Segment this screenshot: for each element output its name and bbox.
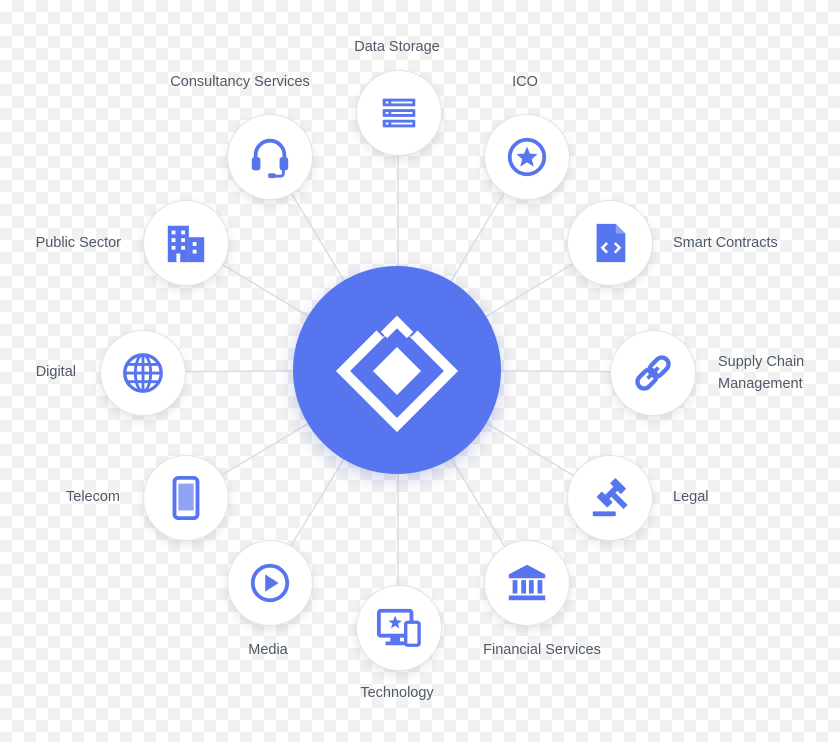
node-consultancy-services[interactable] bbox=[227, 114, 313, 200]
label-digital: Digital bbox=[35, 364, 76, 380]
building-icon bbox=[167, 225, 205, 263]
server-stack-icon bbox=[382, 98, 416, 128]
bank-icon bbox=[508, 564, 546, 601]
node-media[interactable] bbox=[227, 540, 313, 626]
code-file-icon bbox=[596, 223, 626, 263]
label-smart-contracts: Smart Contracts bbox=[673, 235, 778, 251]
chain-link-icon bbox=[635, 355, 671, 391]
label-financial-services: Financial Services bbox=[483, 642, 601, 658]
node-ico[interactable] bbox=[484, 114, 570, 200]
label-data-storage: Data Storage bbox=[354, 39, 440, 55]
play-circle-icon bbox=[250, 563, 290, 603]
node-digital[interactable] bbox=[100, 330, 186, 416]
star-coin-icon bbox=[507, 137, 547, 177]
central-hub[interactable] bbox=[293, 266, 501, 474]
label-legal: Legal bbox=[673, 489, 709, 505]
node-telecom[interactable] bbox=[143, 455, 229, 541]
smartphone-icon bbox=[172, 475, 200, 521]
node-smart-contracts[interactable] bbox=[567, 200, 653, 286]
label-supply-chain-line1: Supply Chain bbox=[718, 354, 805, 370]
headset-icon bbox=[251, 138, 289, 179]
node-financial-services[interactable] bbox=[484, 540, 570, 626]
label-technology: Technology bbox=[360, 685, 434, 701]
label-consultancy-services: Consultancy Services bbox=[170, 74, 310, 90]
node-data-storage[interactable] bbox=[356, 70, 442, 156]
globe-icon bbox=[123, 353, 163, 393]
gavel-icon bbox=[592, 478, 628, 517]
node-supply-chain[interactable] bbox=[610, 330, 696, 416]
label-media: Media bbox=[248, 642, 288, 658]
node-legal[interactable] bbox=[567, 455, 653, 541]
label-ico: ICO bbox=[512, 74, 538, 90]
label-supply-chain-line2: Management bbox=[718, 376, 803, 392]
monitor-devices-icon bbox=[376, 608, 421, 647]
diamond-logo-icon bbox=[335, 305, 459, 433]
label-public-sector: Public Sector bbox=[35, 235, 121, 251]
node-public-sector[interactable] bbox=[143, 200, 229, 286]
node-technology[interactable] bbox=[356, 585, 442, 671]
label-telecom: Telecom bbox=[66, 489, 120, 505]
